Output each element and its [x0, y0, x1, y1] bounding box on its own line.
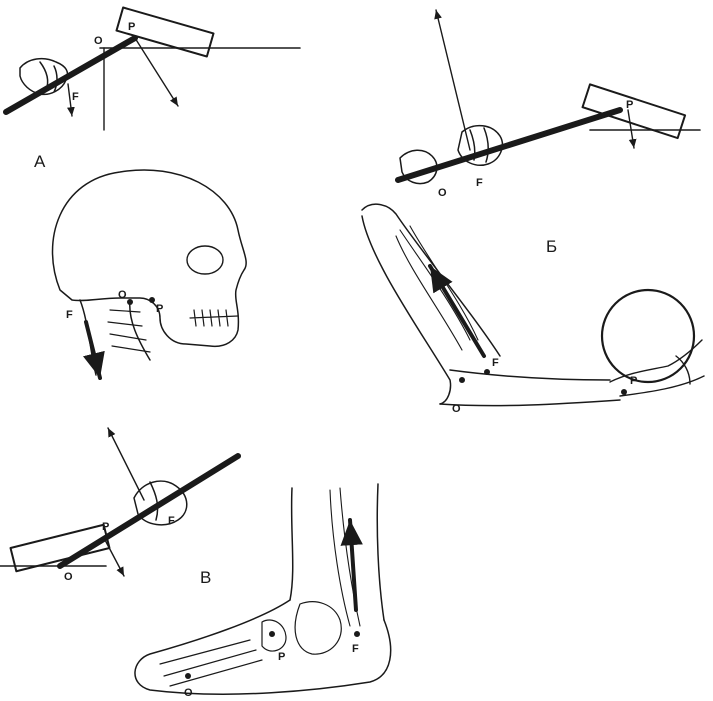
biceps-force-arrow	[428, 264, 486, 358]
label-f-lever-a: F	[72, 91, 79, 103]
tendon	[329, 487, 361, 627]
fulcrum-dot-skull	[127, 299, 133, 305]
foot-bones	[159, 601, 342, 687]
teeth	[189, 309, 239, 327]
panel-b-lever: O F P Б	[395, 9, 701, 256]
foot-outline	[134, 599, 392, 695]
label-f-skull: F	[66, 309, 73, 321]
label-o-foot: O	[184, 687, 193, 699]
resistance-dot-foot	[269, 631, 275, 637]
hand-icon-v	[133, 480, 188, 526]
hand-icon	[19, 57, 69, 96]
label-p-lever-a: P	[128, 21, 135, 33]
label-o-lever-v: O	[64, 571, 73, 583]
label-f-lever-v: F	[168, 515, 175, 527]
biceps-muscle	[395, 225, 479, 351]
upper-arm-icon	[361, 203, 501, 405]
force-arrow	[67, 83, 75, 117]
fulcrum-dot-foot	[185, 673, 191, 679]
force-dot-arm	[484, 369, 490, 375]
label-p-foot: P	[278, 651, 285, 663]
resistance-dot-arm	[621, 389, 627, 395]
panel-b-arm: O F P	[361, 203, 705, 415]
resistance-arrow-b	[627, 109, 637, 149]
panel-a-skull: O F P	[51, 169, 247, 380]
forearm-icon	[439, 369, 621, 407]
resistance-dot-skull	[149, 297, 155, 303]
panel-v-foot: O F P	[134, 483, 392, 699]
panel-letter-a: А	[34, 152, 46, 171]
label-p-arm: P	[630, 375, 637, 387]
hand-icon-arm	[609, 339, 705, 397]
neck-force-arrow	[83, 320, 105, 380]
panel-a-lever: O F P А	[3, 6, 301, 171]
lever-rod-b	[395, 107, 623, 183]
label-p-skull: P	[156, 303, 163, 315]
label-o-arm: O	[452, 403, 461, 415]
label-f-lever-b: F	[476, 177, 483, 189]
label-o-lever-a: O	[94, 35, 103, 47]
eye-socket	[186, 245, 224, 275]
panel-letter-b: Б	[546, 237, 557, 256]
ball	[600, 288, 696, 384]
lever-rod	[3, 35, 138, 115]
vertebrae	[107, 309, 151, 353]
hand-icon-b	[399, 149, 438, 185]
skull-icon	[51, 169, 247, 348]
leg-icon	[289, 483, 385, 621]
lever-rod-v	[57, 453, 241, 569]
label-p-lever-b: P	[626, 99, 633, 111]
hand-icon-b2	[457, 124, 504, 166]
panel-letter-v: В	[200, 568, 211, 587]
resistance-arrow	[134, 37, 179, 107]
fulcrum-dot-arm	[459, 377, 465, 383]
force-dot-foot	[354, 631, 360, 637]
force-arrow-b	[434, 9, 471, 151]
label-o-lever-b: O	[438, 187, 447, 199]
label-p-lever-v: P	[102, 521, 109, 533]
panel-v-lever: O F P В	[0, 427, 241, 587]
label-f-arm: F	[492, 357, 499, 369]
force-arrow-v	[107, 427, 145, 501]
label-o-skull: O	[118, 289, 127, 301]
block	[115, 6, 215, 58]
resistance-arrow-v	[103, 537, 125, 577]
achilles-force-arrow	[340, 518, 363, 612]
label-f-foot: F	[352, 643, 359, 655]
